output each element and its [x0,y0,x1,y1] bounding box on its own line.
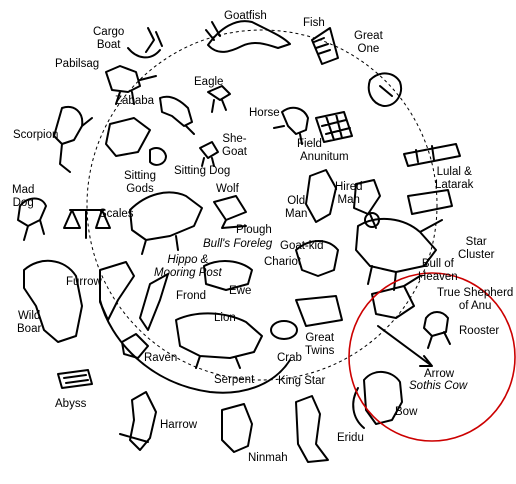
label-she-goat: She- Goat [222,133,247,158]
great-twins-figure [295,295,343,327]
label-great-twins: Great Twins [305,332,335,357]
label-field: Field [297,138,322,150]
ninmah-figure [221,403,253,453]
label-crab: Crab [277,352,302,364]
label-pabilsag: Pabilsag [55,58,100,70]
old-man-figure [305,169,337,223]
true-shepherd-figure [371,275,421,319]
label-frond: Frond [176,290,207,302]
label-great-one: Great One [354,30,383,55]
abyss-figure [57,369,93,389]
label-lion: Lion [214,312,236,324]
label-sitting-gods: Sitting Gods [124,170,156,195]
raven-figure [121,333,149,359]
zababa-figure [159,95,195,135]
eagle-figure [207,85,231,113]
label-plough: Plough [236,224,272,236]
wild-boar-figure [23,259,83,343]
label-mad-dog: Mad Dog [12,184,35,209]
wolf-figure [129,191,203,255]
label-furrow: Furrow [66,276,102,288]
label-zababa: Zababa [115,95,155,107]
great-one-figure [367,72,402,107]
ecliptic-dashed-circle [86,29,438,381]
pabilsag-figure [105,65,157,105]
serpent-figure [99,299,291,394]
scales-figure [63,209,111,239]
field-grid-figure [315,111,353,143]
label-old-man: Old Man [285,195,308,220]
label-sitting-dog: Sitting Dog [174,165,231,177]
label-horse: Horse [249,107,280,119]
label-eridu: Eridu [337,432,364,444]
furrow-figure [99,261,135,321]
rooster-figure [423,311,451,349]
label-bow: Bow [395,406,418,418]
goatfish-figure [205,20,291,53]
label-cargo-boat: Cargo Boat [93,26,125,51]
mad-dog-figure [17,197,47,241]
crab-figure [270,320,298,340]
label-chariot: Chariot [264,256,302,268]
fish-figure [311,27,339,65]
label-eagle: Eagle [194,76,224,88]
label-raven: Raven [144,352,178,364]
label-true-shepherd: True Shepherd of Anu [437,287,514,312]
bow-figure [352,387,365,429]
label-ninmah: Ninmah [248,452,288,464]
label-lulal-latarak: Lulal & Latarak [435,166,474,191]
label-rooster: Rooster [459,325,500,337]
label-hired-man: Hired Man [335,181,363,206]
label-bulls-foreleg: Bull's Foreleg [203,238,273,250]
label-ewe: Ewe [229,285,252,297]
bull-of-heaven-figure [355,217,443,291]
hippo-figure [203,260,253,291]
lulal-latarak-figure [403,143,461,167]
harrow-figure [119,391,157,451]
sitting-gods-figure [105,117,167,166]
scorpion-figure [53,106,93,173]
eridu-figure [295,395,329,463]
label-goatfish: Goatfish [224,10,267,22]
label-harrow: Harrow [160,419,198,431]
label-anunitum: Anunitum [300,151,349,163]
plough-figure [213,195,247,229]
sothis-cow-figure [363,371,403,425]
label-fish: Fish [303,17,325,29]
label-serpent: Serpent [214,374,255,386]
label-abyss: Abyss [55,398,87,410]
label-wild-boar: Wild Boar [17,310,42,335]
arrow-figure [377,325,433,367]
label-wolf: Wolf [216,183,239,195]
label-goat-kid: Goat-kid [280,240,324,252]
highlight-circle [348,272,516,442]
she-goat-figure [199,141,219,167]
label-bull-of-heaven: Bull of Heaven [418,258,458,283]
lion-figure [175,312,263,369]
frond-figure [139,273,169,331]
horse-figure [273,106,309,145]
label-sothis-cow: Sothis Cow [409,380,468,392]
label-king-star: King Star [278,375,326,387]
lulal-figure [407,189,453,215]
goat-kid-figure [295,240,339,277]
cargo-boat-figure [127,27,163,59]
label-hippo: Hippo & Mooring Post [154,254,222,279]
star-cluster-figure [364,212,380,228]
label-scorpion: Scorpion [13,129,59,141]
label-star-cluster: Star Cluster [458,236,495,261]
label-arrow: Arrow [424,368,455,380]
label-scales: Scales [99,208,134,220]
